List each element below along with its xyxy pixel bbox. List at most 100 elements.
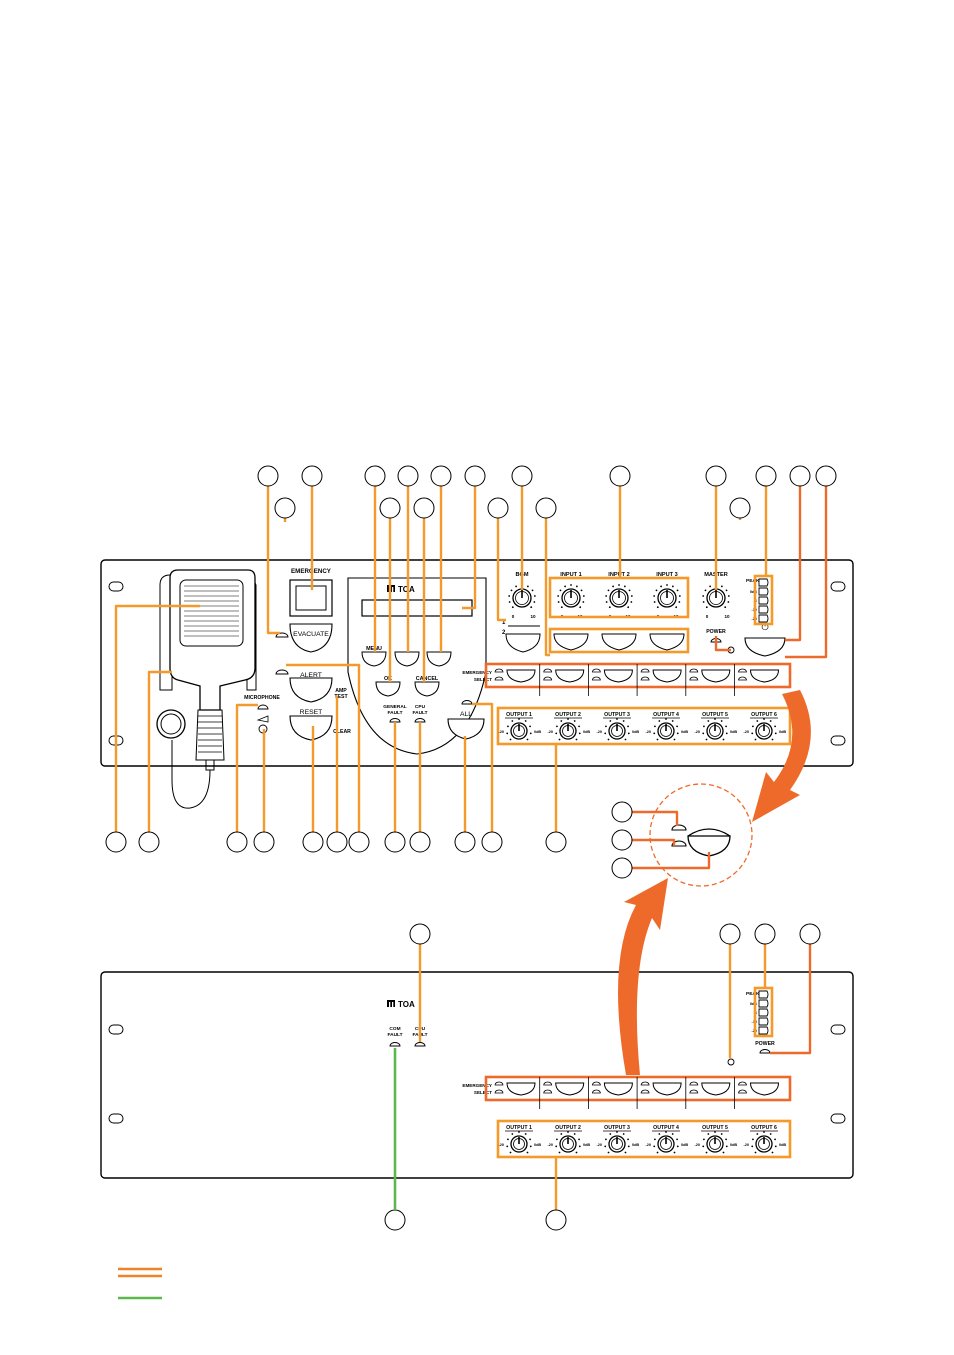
output-6-knob[interactable] — [751, 1131, 777, 1154]
zone-6-button[interactable] — [749, 1082, 780, 1096]
zone-select-led — [689, 676, 699, 681]
alert-button[interactable] — [289, 677, 333, 703]
output-5-knob[interactable] — [702, 1131, 728, 1154]
zone-3-button[interactable] — [603, 669, 633, 683]
callout-circle — [257, 465, 279, 487]
evacuate-button[interactable] — [289, 623, 333, 653]
microphone-jack — [156, 709, 186, 739]
output-5-knob[interactable] — [702, 718, 728, 741]
knob-tick — [705, 1151, 708, 1154]
bgm-knob[interactable] — [508, 584, 536, 609]
input-2-button[interactable] — [601, 633, 637, 651]
general-fault-led — [389, 718, 401, 723]
output-max: 0dB — [632, 730, 639, 734]
zone-emergency-led — [543, 668, 553, 673]
zone-select-led — [689, 1089, 699, 1094]
zone-1-button[interactable] — [506, 669, 536, 683]
knob-tick — [529, 732, 532, 735]
up-button[interactable] — [394, 651, 420, 667]
callout-circle — [397, 465, 419, 487]
input-buttons-highlight — [548, 627, 690, 654]
input-3-knob[interactable] — [653, 584, 681, 609]
select-row-label: SELECT — [474, 677, 492, 682]
input-1-button[interactable] — [553, 633, 589, 651]
knob-tick — [529, 725, 531, 728]
input-2-knob[interactable] — [605, 584, 633, 609]
callout-circle — [611, 857, 633, 879]
knob-tick — [609, 1133, 612, 1135]
knob-tick — [555, 1145, 558, 1148]
knob-tick — [557, 595, 560, 597]
zone-5-button[interactable] — [701, 1082, 731, 1096]
power-switch[interactable] — [744, 637, 786, 657]
knob-tick — [653, 732, 656, 735]
callout-circle — [487, 497, 509, 519]
knob-tick — [627, 606, 630, 609]
brand-label: TOA — [398, 585, 415, 594]
output-3-knob[interactable] — [604, 718, 630, 741]
output-6-knob[interactable] — [751, 718, 777, 741]
zone-emergency-led — [738, 668, 747, 673]
output-2-knob[interactable] — [555, 718, 581, 741]
zone-4-button[interactable] — [652, 1082, 682, 1096]
callout-circle — [799, 923, 821, 945]
output-2-knob[interactable] — [555, 1131, 581, 1154]
callout-circle — [545, 831, 567, 853]
zone-6-button[interactable] — [749, 669, 780, 683]
knob-tick — [627, 725, 629, 728]
zone-emergency-led — [591, 668, 601, 673]
output-4-knob[interactable] — [653, 1131, 679, 1154]
input-3-button[interactable] — [649, 633, 685, 651]
zone-3-button[interactable] — [603, 1082, 633, 1096]
knob-tick — [506, 732, 509, 735]
input-1-knob[interactable] — [557, 584, 585, 609]
knob-tick — [605, 725, 607, 728]
zone-5-button[interactable] — [701, 669, 731, 683]
zone-select-led — [640, 676, 650, 681]
output-1-knob[interactable] — [506, 1131, 532, 1154]
knob-tick — [656, 738, 659, 741]
knob-tick — [724, 606, 727, 609]
alert-led — [275, 669, 289, 675]
callout-leader-line — [235, 703, 258, 832]
output-1-knob[interactable] — [506, 718, 532, 741]
master-min: 0 — [706, 614, 709, 619]
knob-tick — [656, 1151, 659, 1154]
zone-2-button[interactable] — [555, 669, 585, 683]
knob-tick — [627, 1145, 630, 1148]
ok-button[interactable] — [375, 681, 401, 697]
amp-test-label-2: TEST — [334, 694, 348, 700]
callout-circle — [511, 465, 533, 487]
knob-tick — [609, 720, 612, 722]
cancel-button[interactable] — [414, 681, 440, 697]
knob-tick — [752, 725, 754, 728]
knob-tick — [725, 732, 728, 735]
zone-1-button[interactable] — [506, 1082, 536, 1096]
knob-tick — [518, 1131, 520, 1133]
output-min: -20 — [499, 1143, 505, 1147]
zone-4-button[interactable] — [652, 669, 682, 683]
knob-tick — [575, 1151, 578, 1154]
knob-tick — [656, 606, 659, 609]
reset-button[interactable] — [289, 715, 333, 741]
bgm-select-button[interactable] — [505, 633, 541, 653]
knob-tick — [725, 589, 728, 592]
ok-label: OK — [384, 676, 392, 682]
knob-tick — [653, 595, 656, 597]
zone-emergency-led — [738, 1081, 747, 1086]
menu-button[interactable] — [361, 651, 387, 667]
zone-emergency-led — [543, 1081, 553, 1086]
microphone-label: MICROPHONE — [244, 695, 280, 701]
knob-tick — [671, 1133, 674, 1135]
input-label: INPUT 1 — [560, 572, 581, 578]
power-symbol: ⏻ — [761, 622, 768, 632]
meter-level-label: 0dB — [750, 590, 757, 594]
zone-2-button[interactable] — [555, 1082, 585, 1096]
down-button[interactable] — [426, 651, 452, 667]
output-4-knob[interactable] — [653, 718, 679, 741]
callout-leader-line — [632, 810, 679, 826]
microphone-jack-inner — [160, 713, 182, 735]
callout-leader-line — [286, 663, 361, 832]
expansion-arrow — [618, 878, 668, 1075]
output-3-knob[interactable] — [604, 1131, 630, 1154]
